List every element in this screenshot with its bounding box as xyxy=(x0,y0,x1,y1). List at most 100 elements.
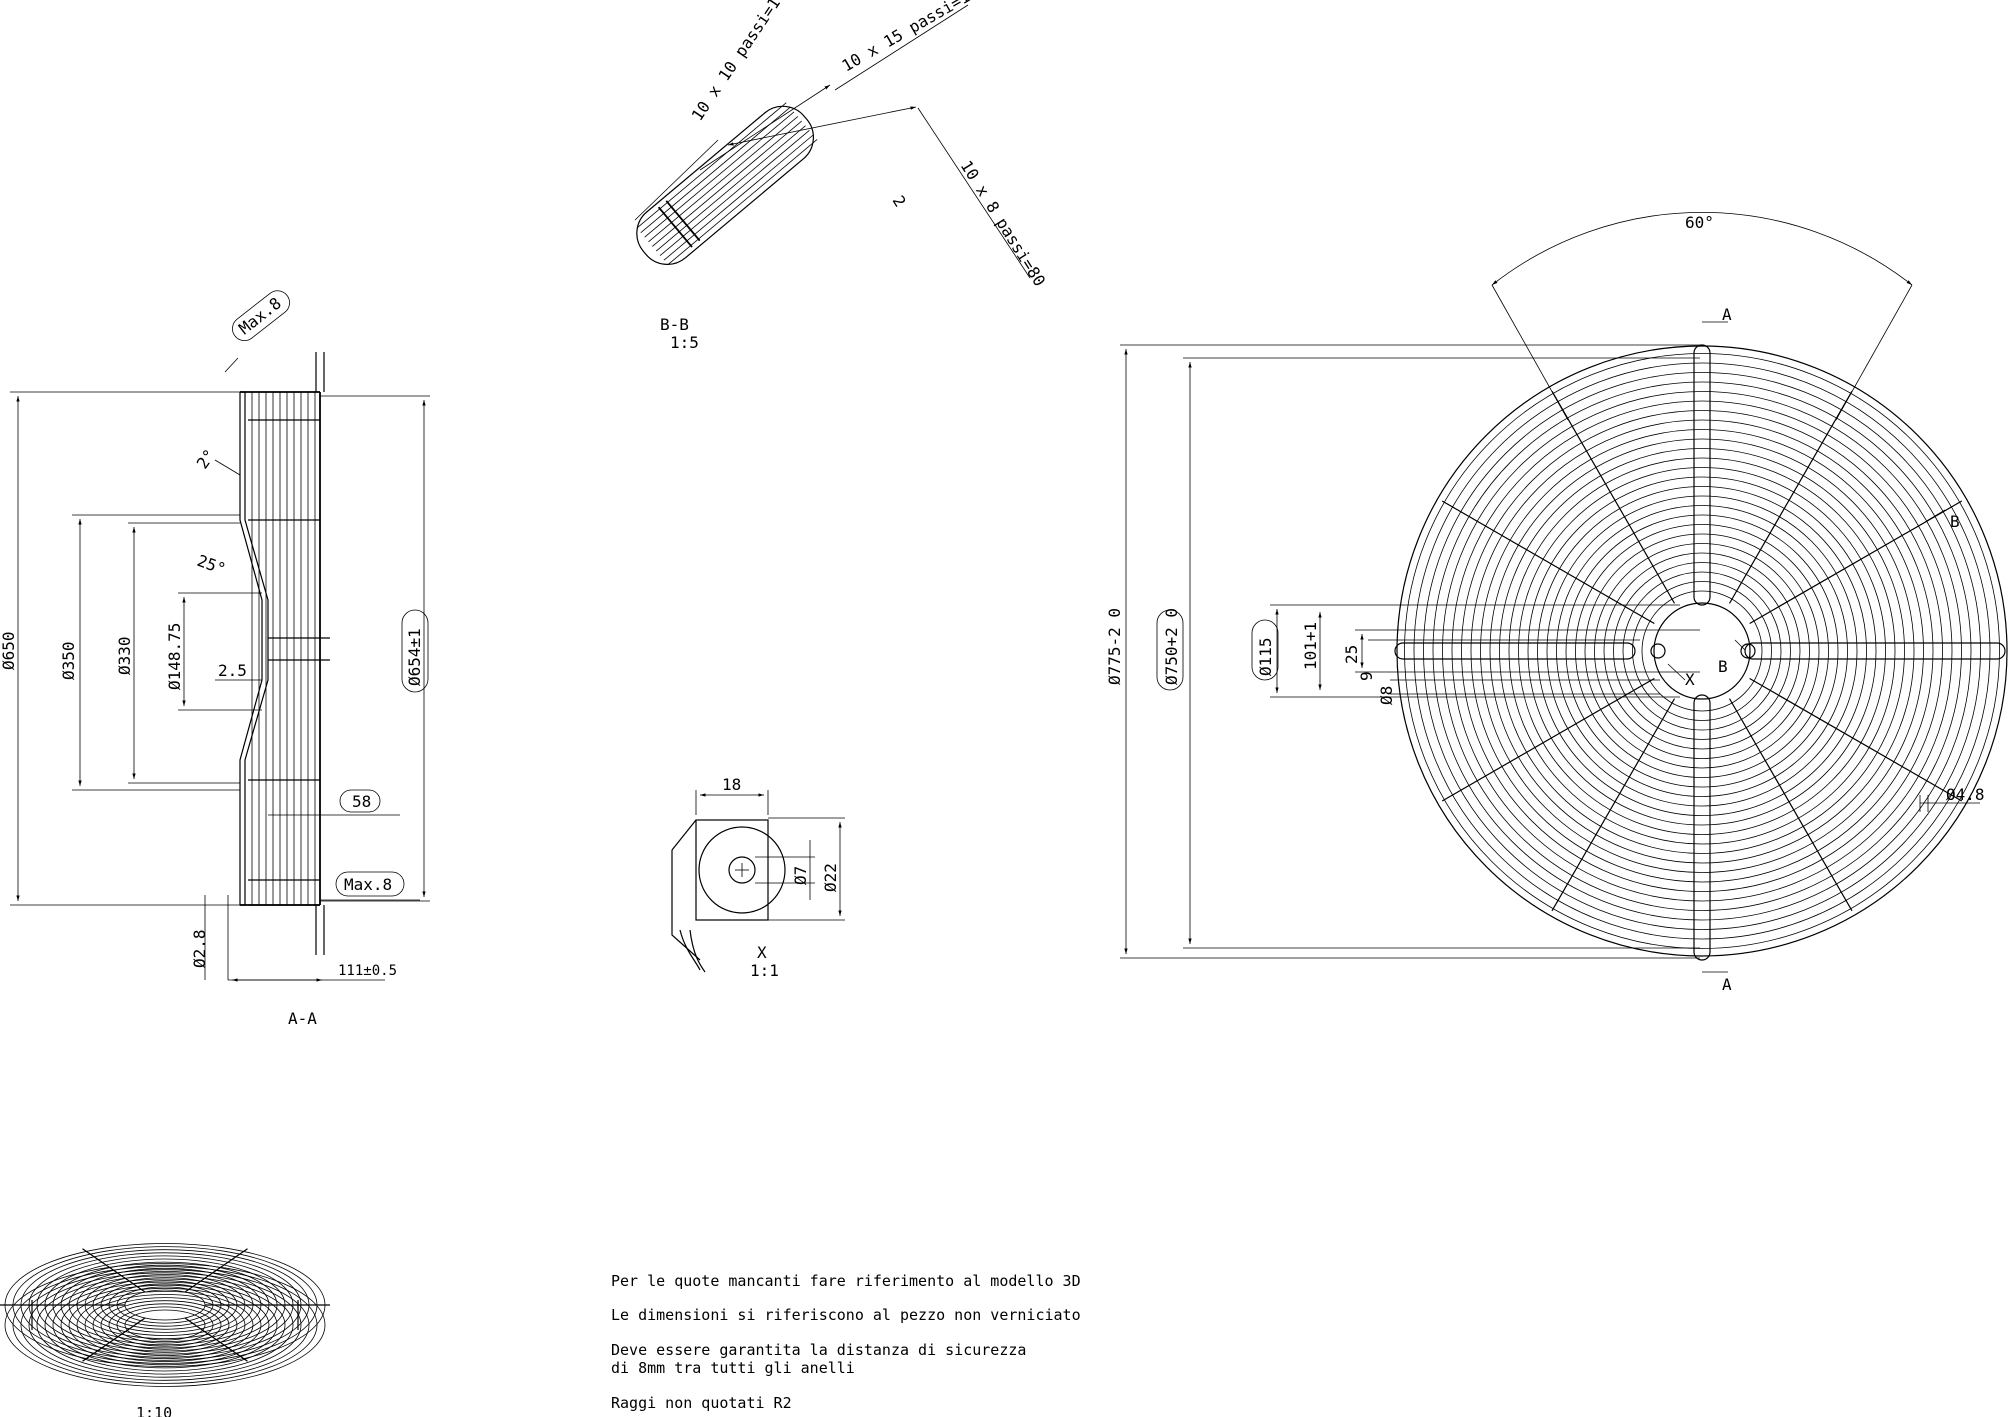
iso-ring-lower xyxy=(92,1297,238,1353)
note-2: Le dimensioni si riferiscono al pezzo no… xyxy=(611,1306,1081,1324)
concentric-rings xyxy=(1396,345,2008,957)
iso-ring-lower xyxy=(20,1269,310,1381)
marker-a-top: A xyxy=(1722,305,1732,324)
spoke xyxy=(1441,677,1655,802)
front-view: Ø775-2 0 Ø750+2 0 Ø115 101+1 25 9 Ø8 60° xyxy=(1105,211,2008,994)
drawing-notes: Per le quote mancanti fare riferimento a… xyxy=(611,1272,1081,1412)
ring xyxy=(1622,571,1782,731)
bb-wires xyxy=(636,102,818,266)
dim-h101: 101+1 xyxy=(1301,622,1320,670)
ring xyxy=(1451,400,1953,902)
ring xyxy=(1518,467,1886,835)
ring xyxy=(1499,448,1905,854)
detail-x-view: 18 Ø7 Ø22 X 1:1 xyxy=(671,775,845,980)
ring xyxy=(1508,457,1896,845)
ring xyxy=(1546,495,1858,807)
dim-pitch10: 10 x 10 passi=100 xyxy=(688,0,795,124)
ring xyxy=(1556,505,1848,797)
dim-h25: 25 xyxy=(1342,645,1361,664)
iso-ring-lower xyxy=(76,1291,254,1360)
note-1: Per le quote mancanti fare riferimento a… xyxy=(611,1272,1081,1290)
dim-d330: Ø330 xyxy=(115,636,134,675)
spoke xyxy=(1551,698,1676,912)
ring xyxy=(1594,543,1810,759)
spoke xyxy=(1441,500,1655,625)
ring xyxy=(1613,562,1791,740)
dim-w25: 2.5 xyxy=(218,661,247,680)
iso-ring-lower xyxy=(116,1306,214,1344)
bb-wire xyxy=(667,139,818,266)
ring xyxy=(1527,476,1877,826)
spoke xyxy=(1728,698,1853,912)
detail-x-label: X xyxy=(757,943,767,962)
dim-d350: Ø350 xyxy=(59,641,78,680)
dim-d650: Ø650 xyxy=(0,631,18,670)
radial-spokes xyxy=(1441,390,1963,912)
note-3: Deve essere garantita la distanza di sic… xyxy=(611,1341,1026,1359)
ring xyxy=(1404,353,2000,949)
spoke xyxy=(1551,390,1676,604)
section-aa-view: Ø650 Ø350 Ø330 Ø148.75 2.5 Ø654±1 58 Max… xyxy=(0,290,430,1028)
ring xyxy=(1641,590,1763,712)
ring xyxy=(1470,419,1934,883)
iso-ring-lower xyxy=(44,1278,286,1372)
iso-ring xyxy=(116,1286,214,1324)
spoke xyxy=(1728,390,1853,604)
bb-wire xyxy=(663,134,814,261)
side-rings xyxy=(251,392,316,905)
dim-pitch8: 10 x 8 passi=80 xyxy=(957,157,1050,290)
ring xyxy=(1575,524,1829,778)
ring xyxy=(1603,552,1801,750)
ring xyxy=(1442,391,1962,911)
dim-angle60: 60° xyxy=(1685,213,1714,232)
section-aa-label: A-A xyxy=(288,1009,317,1028)
marker-b-center: B xyxy=(1718,657,1728,676)
marker-b-right: B xyxy=(1950,512,1960,531)
iso-ring-lower xyxy=(4,1263,326,1387)
dim-d48: Ø4.8 xyxy=(1946,785,1985,804)
section-bb-scale: 1:5 xyxy=(670,333,699,352)
iso-spoke xyxy=(184,1248,248,1293)
iso-ring-lower xyxy=(28,1272,302,1378)
iso-spoke xyxy=(82,1317,146,1362)
iso-ring-lower xyxy=(60,1284,270,1366)
iso-spoke xyxy=(184,1317,248,1362)
marker-x: X xyxy=(1685,670,1695,689)
isometric-view: 1:10 xyxy=(0,1243,330,1417)
dim-d654: Ø654±1 xyxy=(405,628,424,686)
note-5: Raggi non quotati R2 xyxy=(611,1394,792,1412)
ring xyxy=(1461,410,1943,892)
dim-d22: Ø22 xyxy=(821,863,840,892)
dim-w58: 58 xyxy=(352,792,371,811)
iso-ring-lower xyxy=(36,1275,294,1375)
ring xyxy=(1565,514,1839,788)
iso-ring-lower xyxy=(52,1281,278,1369)
iso-ring-lower xyxy=(100,1300,230,1350)
section-bb-view: 10 x 10 passi=100 10 x 15 passi=150 10 x… xyxy=(634,0,1050,352)
ring xyxy=(1423,372,1981,930)
dim-pitch15: 10 x 15 passi=150 xyxy=(839,0,990,75)
iso-ring-lower xyxy=(124,1309,206,1341)
iso-ring-lower xyxy=(12,1266,318,1384)
iso-ring-lower xyxy=(68,1287,262,1363)
dim-d14875: Ø148.75 xyxy=(165,623,184,690)
outer-ring xyxy=(1396,345,2008,957)
note-4: di 8mm tra tutti gli anelli xyxy=(611,1359,855,1377)
dim-w18: 18 xyxy=(722,775,741,794)
ring xyxy=(1537,486,1867,816)
dim-w111: 111±0.5 xyxy=(338,963,397,979)
detail-x-scale: 1:1 xyxy=(750,961,779,980)
section-bb-label: B-B xyxy=(660,315,689,334)
marker-a-bottom: A xyxy=(1722,975,1732,994)
dim-d28: Ø2.8 xyxy=(190,929,209,968)
bb-wire xyxy=(659,129,810,256)
dim-max8-bottom: Max.8 xyxy=(344,875,392,894)
spoke xyxy=(1749,677,1963,802)
dim-angle2: 2° xyxy=(193,446,220,473)
bb-wire xyxy=(655,125,806,252)
iso-ring-lower xyxy=(108,1303,222,1347)
ring xyxy=(1432,381,1972,921)
iso-scale: 1:10 xyxy=(136,1404,172,1417)
dim-d7: Ø7 xyxy=(791,866,810,885)
